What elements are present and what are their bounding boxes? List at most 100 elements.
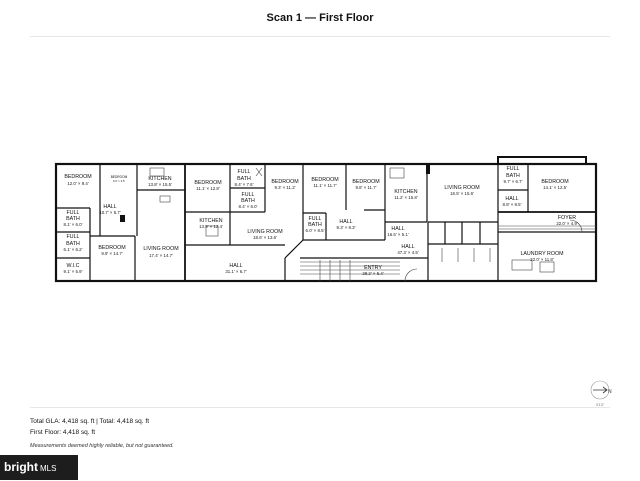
compass: N 3'13" — [590, 380, 612, 407]
room-name: KITCHEN — [394, 189, 417, 195]
room-name: BATH — [66, 241, 80, 247]
room-dims: 47.3' × 4.5' — [397, 250, 418, 255]
room-dims: 13.8' × 15.5' — [148, 182, 172, 187]
room-name: HALL — [391, 226, 404, 232]
stair-steps — [319, 260, 351, 281]
room-name: KITCHEN — [199, 218, 222, 224]
room-dims: 18.6' × 13.6' — [253, 235, 277, 240]
room-dims: 11.2' × 15.8' — [394, 195, 418, 200]
room-dims: 9.3' × 11.2' — [274, 185, 295, 190]
kitchen-counter — [389, 167, 405, 179]
room-name: LIVING ROOM — [247, 229, 282, 235]
room-dims: 16.5' × 5.1' — [387, 232, 408, 237]
room-name: FOYER — [558, 215, 576, 221]
room-name: BATH — [506, 173, 520, 179]
room-dims: 16.5' × 15.6' — [450, 191, 474, 196]
room-dims: 9.1' × 5.9' — [64, 269, 83, 274]
room-name: W.I.C — [67, 263, 80, 269]
room-name: HALL — [401, 244, 414, 250]
exterior-walls — [54, 156, 598, 283]
room-name: BEDROOM — [352, 179, 379, 185]
bottom-divider — [30, 407, 610, 408]
room-dims: 28.2' × 5.4' — [362, 271, 383, 276]
room-dims: 6.1' × 6.2' — [64, 247, 83, 252]
disclaimer: Measurements deemed highly reliable, but… — [30, 443, 174, 449]
kitchen-island — [205, 225, 219, 237]
room-dims: 9.9' × 14.7' — [101, 251, 122, 256]
scale-label: 3'13" — [596, 402, 605, 407]
support-column — [120, 215, 125, 222]
area-summary: Total GLA: 4,418 sq. ft | Total: 4,418 s… — [30, 418, 149, 425]
chimney-column — [426, 164, 430, 174]
building-outline — [54, 162, 598, 283]
room-dims: 11.1' × 12.8' — [196, 186, 220, 191]
logo-name: bright — [4, 460, 38, 474]
plan-title: Scan 1 — First Floor — [266, 12, 374, 24]
room-name: LIVING ROOM — [444, 185, 479, 191]
room-labels: BEDROOM 12.0' × 9.4' BEDROOM 9.0' × 4.5'… — [64, 166, 578, 276]
room-name: FULL — [242, 192, 255, 198]
foyer-door-swing — [569, 219, 583, 233]
room-dims: 9.0' × 4.5' — [113, 179, 125, 183]
room-name: HALL — [339, 219, 352, 225]
room-dims: 6.0' × 8.5' — [306, 228, 325, 233]
room-name: KITCHEN — [148, 176, 171, 182]
kitchen-counter — [149, 167, 165, 177]
room-name: LAUNDRY ROOM — [520, 251, 563, 257]
room-name: BATH — [237, 176, 251, 182]
room-dims: 31.1' × 6.7' — [225, 269, 246, 274]
room-dims: 9.3' × 8.3' — [337, 225, 356, 230]
room-dims: 22.0' × 4.9' — [556, 221, 577, 226]
room-dims: 13.9' × 12.4' — [199, 224, 223, 229]
room-name: BATH — [66, 216, 80, 222]
room-name: FULL — [507, 166, 520, 172]
room-name: HALL — [103, 204, 116, 210]
room-name: BEDROOM — [271, 179, 298, 185]
room-name: LIVING ROOM — [143, 246, 178, 252]
fixtures — [149, 167, 596, 282]
top-divider — [30, 36, 610, 37]
room-name: BEDROOM — [311, 177, 338, 183]
room-name: HALL — [505, 196, 518, 202]
room-name: HALL — [229, 263, 242, 269]
room-name: FULL — [238, 169, 251, 175]
rear-bumpout — [497, 156, 587, 164]
appliance — [159, 195, 171, 203]
room-dims: 22.0' × 11.8' — [530, 257, 554, 262]
room-name: BEDROOM — [194, 180, 221, 186]
foyer-stair — [498, 225, 596, 230]
shower — [255, 167, 263, 177]
room-dims: 8.4' × 6.0' — [239, 204, 258, 209]
room-dims: 8.1' × 6.0' — [64, 222, 83, 227]
room-name: FULL — [309, 216, 322, 222]
laundry-machines — [511, 259, 533, 271]
room-dims: 8.8' × 8.5' — [503, 202, 522, 207]
room-dims: 11.1' × 11.7' — [313, 183, 336, 188]
logo-suffix: MLS — [40, 464, 57, 473]
room-name: BEDROOM — [111, 175, 128, 179]
room-dims: 17.4' × 14.7' — [149, 253, 173, 258]
entry-door-swing — [404, 268, 418, 282]
room-name: BEDROOM — [541, 179, 568, 185]
laundry-machines — [539, 261, 555, 273]
room-dims: 12.0' × 9.4' — [67, 181, 88, 186]
room-name: BATH — [308, 222, 322, 228]
room-name: BATH — [241, 198, 255, 204]
room-name: ENTRY — [364, 265, 382, 271]
north-arrow-icon — [593, 386, 608, 394]
north-label: N — [608, 389, 612, 395]
room-dims: 14.1' × 12.5' — [543, 185, 567, 190]
interior-walls — [56, 164, 596, 281]
room-name: FULL — [67, 234, 80, 240]
room-name: BEDROOM — [98, 245, 125, 251]
room-dims: 9.8' × 11.7' — [355, 185, 376, 190]
room-dims: 8.4' × 7.6' — [235, 182, 254, 187]
room-name: FULL — [67, 210, 80, 216]
compass-ring — [590, 380, 610, 400]
room-dims: 10.7' × 5.7' — [99, 210, 120, 215]
wall — [284, 239, 304, 259]
room-dims: 9.7' × 6.7' — [504, 179, 523, 184]
floor-area: First Floor: 4,418 sq. ft — [30, 429, 96, 436]
